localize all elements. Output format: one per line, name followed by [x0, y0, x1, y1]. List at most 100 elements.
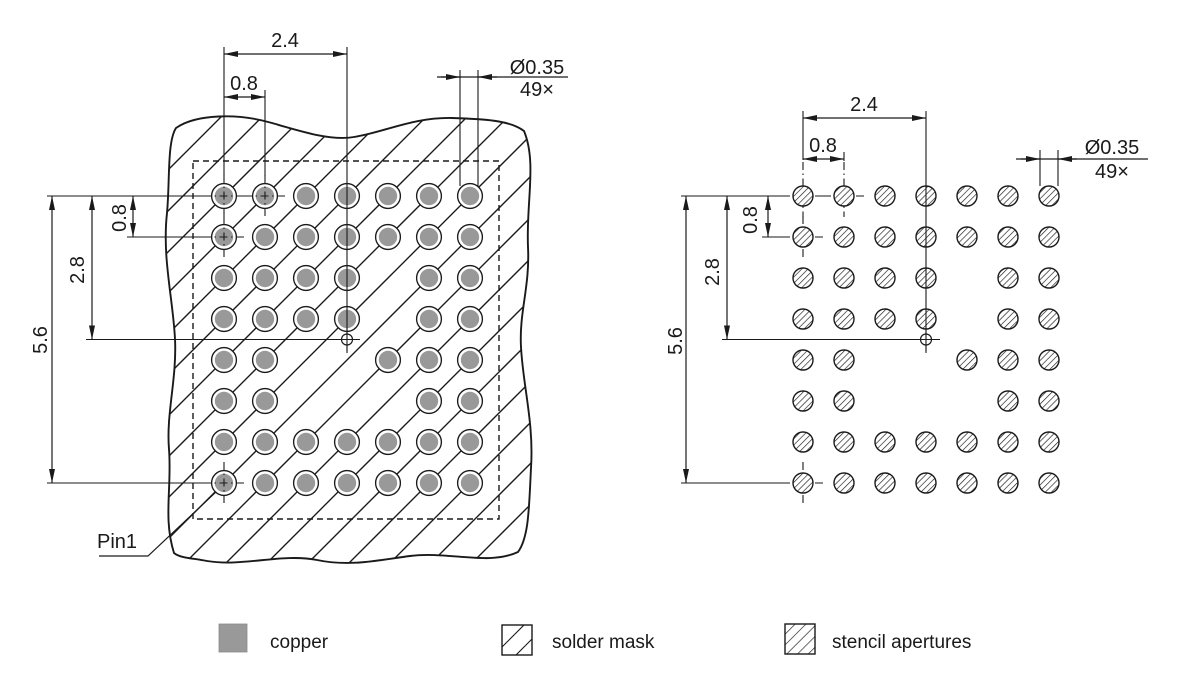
- dim-pitch-x-label: 0.8: [809, 135, 837, 157]
- hatch-line: [165, 116, 449, 563]
- hatch-line: [165, 116, 531, 563]
- stencil-aperture: [1038, 267, 1060, 289]
- copper-pad: [419, 432, 439, 452]
- stencil-aperture: [874, 472, 896, 494]
- dim-half-span-y-label: 2.8: [67, 256, 89, 284]
- hatch-line: [188, 116, 532, 563]
- pad-center-marks: [203, 175, 286, 504]
- left-view: 2.4 0.8 Ø0.35 49× 5.6 2.8 0.8 Pin1: [30, 30, 568, 564]
- hatch-line: [165, 116, 490, 563]
- copper-pads: [210, 182, 484, 497]
- copper-pad: [378, 432, 398, 452]
- dim-span-x-label: 2.4: [850, 94, 878, 116]
- hatch-line: [352, 116, 532, 563]
- hatch-line: [311, 116, 532, 563]
- stencil-aperture: [833, 308, 855, 330]
- copper-pad: [337, 473, 357, 493]
- copper-pad: [255, 268, 275, 288]
- solder-mask-label: solder mask: [552, 632, 655, 653]
- stencil-aperture: [792, 185, 814, 207]
- copper-pad: [419, 391, 439, 411]
- stencil-aperture: [833, 472, 855, 494]
- copper-pad: [460, 268, 480, 288]
- hatch-line: [165, 116, 326, 563]
- stencil-swatch-icon: [784, 623, 816, 655]
- stencil-aperture: [1038, 390, 1060, 412]
- copper-pad: [419, 350, 439, 370]
- dim-pitch-x-label: 0.8: [230, 73, 258, 95]
- stencil-aperture: [1038, 308, 1060, 330]
- hatch-line: [165, 116, 532, 563]
- copper-pad: [460, 473, 480, 493]
- stencil-aperture: [997, 390, 1019, 412]
- stencil-aperture: [792, 308, 814, 330]
- copper-pad: [419, 473, 439, 493]
- stencil-aperture: [1038, 349, 1060, 371]
- copper-pad: [255, 350, 275, 370]
- stencil-aperture: [997, 431, 1019, 453]
- stencil-aperture: [997, 267, 1019, 289]
- stencil-aperture: [874, 308, 896, 330]
- solder-mask-hatch: [165, 116, 532, 563]
- origin-mark: [915, 328, 937, 351]
- dim-diameter-label: Ø0.35: [1085, 137, 1139, 159]
- legend-item-solder-mask: solder mask: [501, 624, 655, 656]
- copper-pad: [255, 391, 275, 411]
- copper-pad: [337, 432, 357, 452]
- copper-pad: [419, 268, 439, 288]
- stencil-aperture: [833, 390, 855, 412]
- stencil-aperture: [1038, 472, 1060, 494]
- copper-swatch-icon: [218, 623, 248, 653]
- stencil-aperture: [956, 349, 978, 371]
- stencil-aperture: [1038, 431, 1060, 453]
- dim-span-x-label: 2.4: [271, 30, 299, 52]
- copper-pad: [378, 186, 398, 206]
- stencil-aperture: [792, 226, 814, 248]
- legend-item-copper: copper: [218, 623, 329, 653]
- dim-diameter-label: Ø0.35: [510, 57, 564, 79]
- dim-span-y-label: 5.6: [665, 327, 687, 355]
- dim-pitch-y-label: 0.8: [109, 204, 131, 232]
- stencil-aperture: [833, 349, 855, 371]
- copper-pad: [296, 309, 316, 329]
- copper-pad: [378, 350, 398, 370]
- copper-pad: [296, 473, 316, 493]
- copper-pad: [296, 432, 316, 452]
- copper-pad: [460, 432, 480, 452]
- aperture-center-marks: [782, 162, 865, 504]
- copper-pad: [460, 227, 480, 247]
- copper-pad: [214, 309, 234, 329]
- origin-mark: [336, 328, 358, 351]
- legend: copper solder mask stencil apertures: [218, 623, 971, 656]
- copper-pad: [419, 186, 439, 206]
- dim-count-label: 49×: [1095, 161, 1129, 183]
- hatch-line: [165, 116, 367, 563]
- copper-pad: [419, 227, 439, 247]
- copper-pad: [255, 473, 275, 493]
- copper-pad: [296, 186, 316, 206]
- copper-pad: [255, 227, 275, 247]
- stencil-aperture: [874, 226, 896, 248]
- stencil-aperture: [833, 431, 855, 453]
- stencil-aperture: [997, 349, 1019, 371]
- copper-pad: [255, 309, 275, 329]
- stencil-aperture: [874, 267, 896, 289]
- stencil-aperture: [956, 185, 978, 207]
- stencil-aperture: [792, 349, 814, 371]
- package-body-outline: [192, 160, 500, 520]
- copper-pad: [296, 227, 316, 247]
- stencil-label: stencil apertures: [832, 632, 971, 653]
- stencil-aperture: [1038, 226, 1060, 248]
- stencil-aperture: [915, 431, 937, 453]
- stencil-aperture: [915, 472, 937, 494]
- dim-half-span-y-label: 2.8: [702, 258, 724, 286]
- copper-pad: [460, 391, 480, 411]
- copper-label: copper: [270, 632, 329, 653]
- copper-pad: [255, 432, 275, 452]
- left-dimensions: 2.4 0.8 Ø0.35 49× 5.6 2.8 0.8 Pin1: [30, 30, 568, 557]
- copper-pad: [460, 350, 480, 370]
- stencil-apertures: [792, 185, 1060, 494]
- stencil-aperture: [792, 431, 814, 453]
- copper-pad: [214, 432, 234, 452]
- dim-count-label: 49×: [520, 79, 554, 101]
